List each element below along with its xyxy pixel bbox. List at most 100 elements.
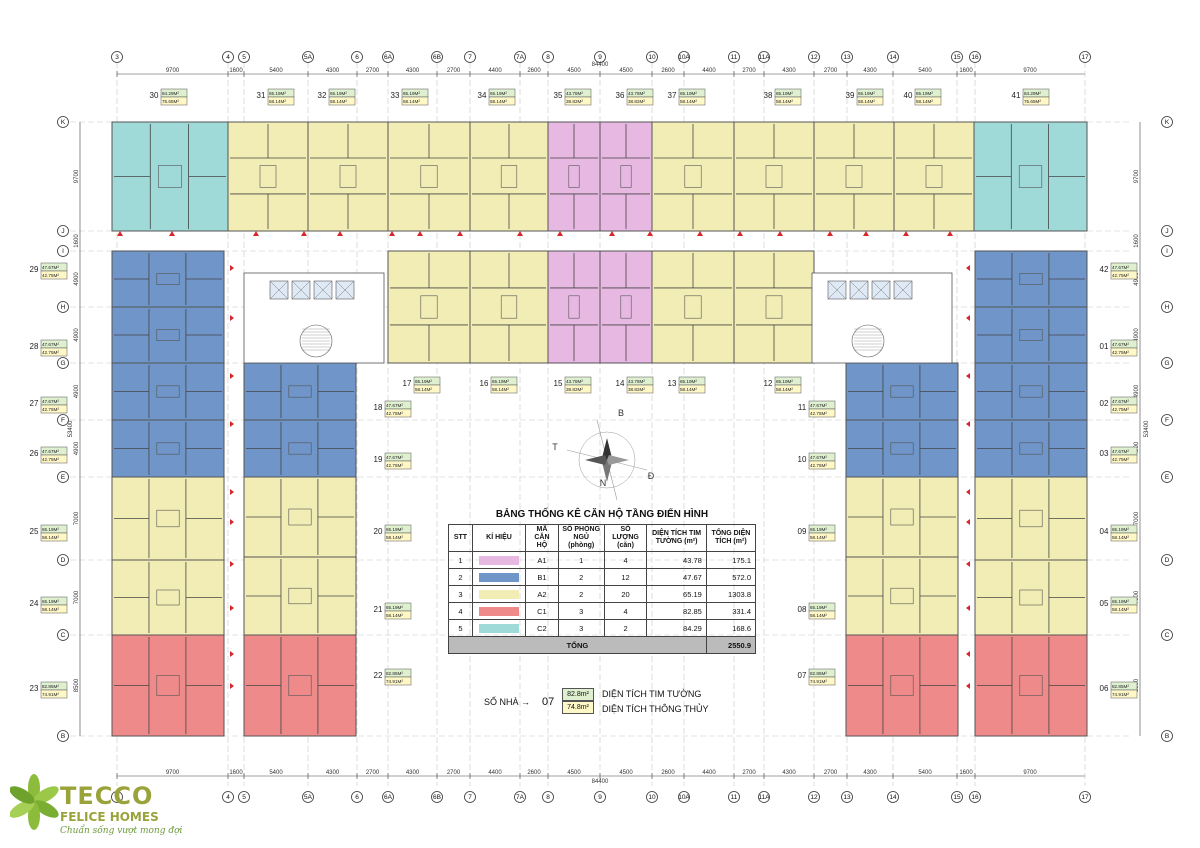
unit-33[interactable] <box>387 121 471 232</box>
unit-area-bottom-box <box>774 96 802 106</box>
unit-42[interactable] <box>974 250 1088 308</box>
unit-38[interactable] <box>733 121 815 232</box>
unit-number: 25 <box>30 527 39 536</box>
unit-19[interactable] <box>243 419 357 478</box>
unit-number: 10 <box>798 455 807 464</box>
unit-29[interactable] <box>111 250 225 308</box>
furniture-table <box>890 442 914 455</box>
unit-21[interactable] <box>243 556 357 636</box>
unit-area-bottom: 38.82M² <box>566 387 583 392</box>
unit-05[interactable] <box>974 559 1088 636</box>
unit-area-bottom-box <box>808 460 836 470</box>
grid-bubble-circle <box>1161 629 1173 641</box>
grid-bubble-label: K <box>61 119 66 126</box>
entrance-marker-icon <box>230 561 234 567</box>
grid-bubble-label: E <box>1165 474 1170 481</box>
grid-bubble-circle <box>1161 225 1173 237</box>
unit-09[interactable] <box>845 476 959 558</box>
unit-34[interactable] <box>469 121 549 232</box>
compass-east-needle <box>607 455 629 465</box>
unit-15[interactable] <box>547 250 601 364</box>
unit-10[interactable] <box>845 419 959 478</box>
unit-01[interactable] <box>974 306 1088 364</box>
unit-area-bottom-box <box>267 96 295 106</box>
unit-number: 38 <box>764 91 773 100</box>
grid-bubble-3: 3 <box>111 51 123 63</box>
unit-16[interactable] <box>469 250 549 364</box>
unit-24[interactable] <box>111 559 225 636</box>
dimension-value: 4300 <box>406 770 420 776</box>
unit-40[interactable] <box>893 121 975 232</box>
dimension-value: 1600 <box>959 68 973 74</box>
unit-area-top: 47.67M² <box>1112 399 1129 404</box>
unit-area-bottom: 42.75M² <box>810 463 827 468</box>
dimension-value: 4400 <box>488 68 502 74</box>
unit-11[interactable] <box>845 362 959 421</box>
unit-22[interactable] <box>243 634 357 737</box>
unit-area-bottom-box <box>40 404 68 414</box>
grid-bubble-circle <box>57 554 69 566</box>
grid-bubble-label: 5 <box>242 54 246 61</box>
unit-26[interactable] <box>111 419 225 478</box>
dimension-value: 4300 <box>863 770 877 776</box>
unit-03[interactable] <box>974 419 1088 478</box>
furniture-table <box>890 385 914 398</box>
unit-39[interactable] <box>813 121 895 232</box>
unit-18[interactable] <box>243 362 357 421</box>
grid-bubble-label: 3 <box>115 54 119 61</box>
dimension-value: 4900 <box>1134 328 1140 342</box>
unit-04[interactable] <box>974 476 1088 561</box>
grid-bubble-circle <box>542 791 554 803</box>
stats-cell-area: 65.19 <box>646 585 707 603</box>
unit-area-top: 65.19M² <box>42 527 59 532</box>
unit-36[interactable] <box>599 121 653 232</box>
entrance-marker-icon <box>966 421 970 427</box>
unit-17[interactable] <box>387 250 471 364</box>
unit-area-top: 65.19M² <box>810 605 827 610</box>
unit-number: 31 <box>257 91 266 100</box>
unit-number: 05 <box>1100 599 1109 608</box>
stats-cell-quantity: 20 <box>603 585 648 603</box>
unit-07[interactable] <box>845 634 959 737</box>
unit-30[interactable] <box>111 121 229 232</box>
grid-bubble-label: F <box>61 417 65 424</box>
unit-06[interactable] <box>974 634 1088 737</box>
unit-23[interactable] <box>111 634 225 737</box>
lift-cross <box>849 280 869 300</box>
entrance-marker-icon <box>737 231 743 236</box>
grid-bubble-circle <box>542 51 554 63</box>
unit-32[interactable] <box>307 121 389 232</box>
unit-35[interactable] <box>547 121 601 232</box>
unit-27[interactable] <box>111 362 225 421</box>
unit-25[interactable] <box>111 476 225 561</box>
unit-20[interactable] <box>243 476 357 558</box>
unit-14[interactable] <box>599 250 653 364</box>
unit-area-top: 82.85M² <box>386 671 403 676</box>
unit-31[interactable] <box>227 121 309 232</box>
stats-grid: STT KÍ HIỆU MÃ CĂN HỘ SỐ PHÒNG NGỦ (phòn… <box>448 524 757 654</box>
dimension-total: 53400 <box>68 420 74 437</box>
grid-bubble-circle <box>1161 730 1173 742</box>
unit-12[interactable] <box>733 250 815 364</box>
dimension-value: 1600 <box>959 770 973 776</box>
unit-02[interactable] <box>974 362 1088 421</box>
unit-13[interactable] <box>651 250 735 364</box>
grid-bubble-K: K <box>57 116 69 128</box>
unit-41[interactable] <box>973 121 1088 232</box>
unit-08[interactable] <box>845 556 959 636</box>
unit-area-bottom: 58.14M² <box>330 99 347 104</box>
dimension-value: 7000 <box>74 511 80 525</box>
unit-number: 09 <box>798 527 807 536</box>
unit-28[interactable] <box>111 306 225 364</box>
unit-37[interactable] <box>651 121 735 232</box>
grid-bubble-14: 14 <box>887 791 899 803</box>
stats-cell-area: 47.67 <box>646 568 707 586</box>
